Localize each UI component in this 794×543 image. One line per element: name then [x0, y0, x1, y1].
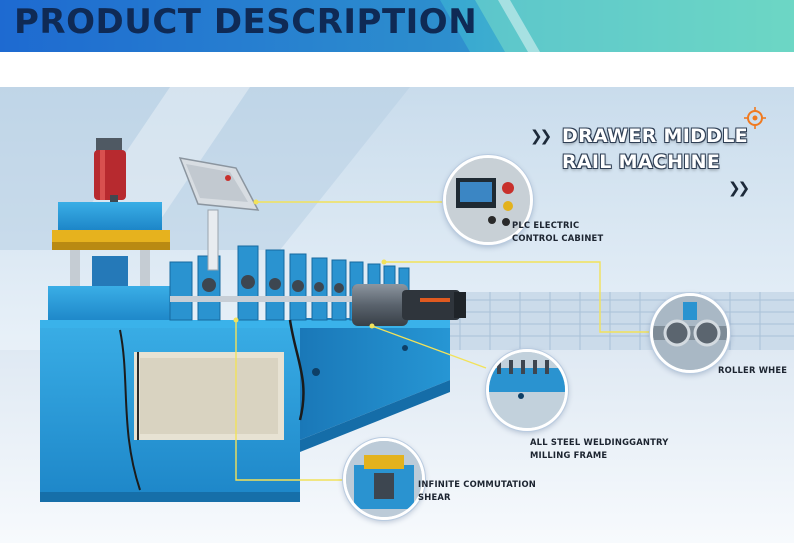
callout-frame-line1: ALL STEEL WELDINGGANTRY: [530, 437, 669, 447]
callout-gantry-frame: ALL STEEL WELDINGGANTRY MILLING FRAME: [530, 436, 669, 462]
callout-frame-line2: MILLING FRAME: [530, 450, 608, 460]
roller-wheel-closeup: [650, 293, 730, 373]
callout-shear-line2: SHEAR: [418, 492, 451, 502]
headline-line-2: RAIL MACHINE: [562, 151, 721, 173]
callout-shear: INFINITE COMMUTATION SHEAR: [418, 478, 536, 504]
gantry-frame-image: [489, 352, 565, 428]
callout-plc-cabinet: PLC ELECTRIC CONTROL CABINET: [512, 219, 603, 245]
callout-plc-line2: CONTROL CABINET: [512, 233, 604, 243]
product-headline: DRAWER MIDDLE RAIL MACHINE: [562, 123, 748, 175]
chevron-right-icon: ❯❯: [530, 127, 552, 145]
callout-roller-wheel: ROLLER WHEE: [718, 364, 787, 377]
plc-cabinet-image: [446, 158, 530, 242]
callout-roller-line1: ROLLER WHEE: [718, 365, 788, 375]
section-banner: PRODUCT DESCRIPTION: [0, 0, 794, 52]
callout-plc-line1: PLC ELECTRIC: [512, 220, 580, 230]
page-title: PRODUCT DESCRIPTION: [14, 2, 478, 42]
chevron-right-icon: ❯❯: [728, 179, 750, 197]
gantry-frame-closeup: [486, 349, 568, 431]
banner-background: [0, 0, 794, 52]
roller-wheel-image: [653, 296, 727, 370]
shear-image: [346, 441, 422, 517]
headline-line-1: DRAWER MIDDLE: [562, 125, 748, 147]
plc-cabinet-closeup: [443, 155, 533, 245]
callout-shear-line1: INFINITE COMMUTATION: [418, 479, 537, 489]
shear-closeup: [343, 438, 425, 520]
crosshair-target-icon: [744, 107, 766, 129]
